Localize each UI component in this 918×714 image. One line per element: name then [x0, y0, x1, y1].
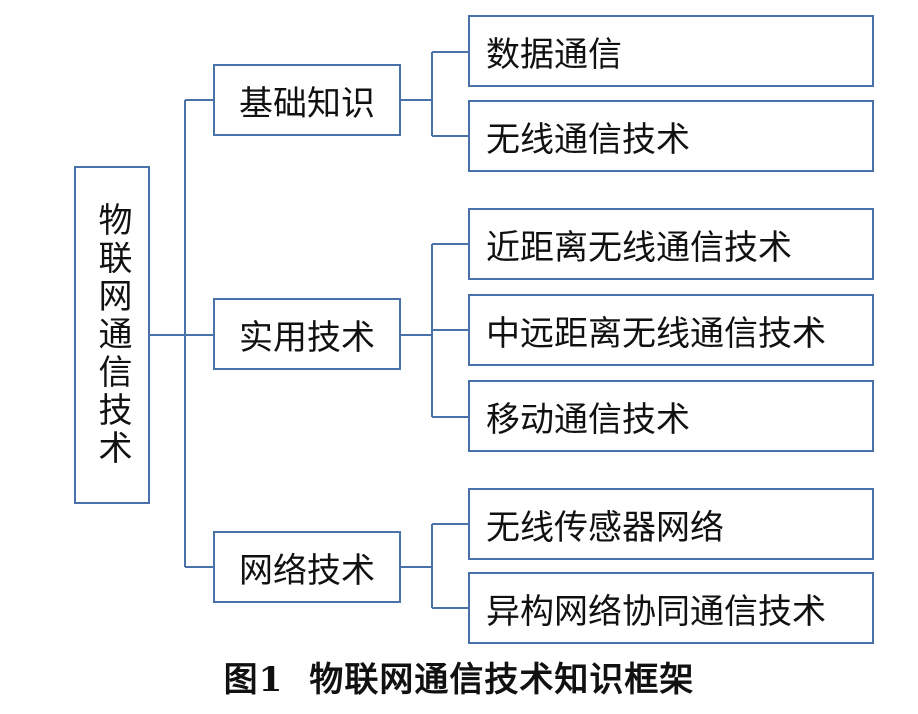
- leaf-label: 数据通信: [486, 34, 622, 75]
- leaf-label: 异构网络协同通信技术: [486, 591, 826, 632]
- leaf-short-range-wireless: 近距离无线通信技术: [468, 208, 874, 280]
- root-node: 物联网通信技术: [74, 166, 150, 504]
- category-basics: 基础知识: [213, 64, 401, 136]
- category-network: 网络技术: [213, 531, 401, 603]
- figure-number: 图1: [223, 660, 284, 700]
- leaf-label: 无线传感器网络: [486, 507, 724, 548]
- leaf-heterogeneous-network: 异构网络协同通信技术: [468, 572, 874, 644]
- figure-title: 物联网通信技术知识框架: [309, 660, 695, 700]
- leaf-label: 无线通信技术: [486, 119, 690, 160]
- category-label: 基础知识: [239, 83, 375, 124]
- figure-caption: 图1 物联网通信技术知识框架: [0, 652, 918, 701]
- leaf-label: 中远距离无线通信技术: [486, 313, 826, 354]
- leaf-mobile-communication: 移动通信技术: [468, 380, 874, 452]
- category-label: 网络技术: [239, 550, 375, 591]
- leaf-label: 近距离无线通信技术: [486, 227, 792, 268]
- leaf-long-range-wireless: 中远距离无线通信技术: [468, 294, 874, 366]
- leaf-wireless-sensor-network: 无线传感器网络: [468, 488, 874, 560]
- leaf-label: 移动通信技术: [486, 399, 690, 440]
- leaf-wireless-communication: 无线通信技术: [468, 100, 874, 172]
- category-label: 实用技术: [239, 317, 375, 358]
- category-practical: 实用技术: [213, 298, 401, 370]
- leaf-data-communication: 数据通信: [468, 15, 874, 87]
- root-label: 物联网通信技术: [92, 202, 132, 468]
